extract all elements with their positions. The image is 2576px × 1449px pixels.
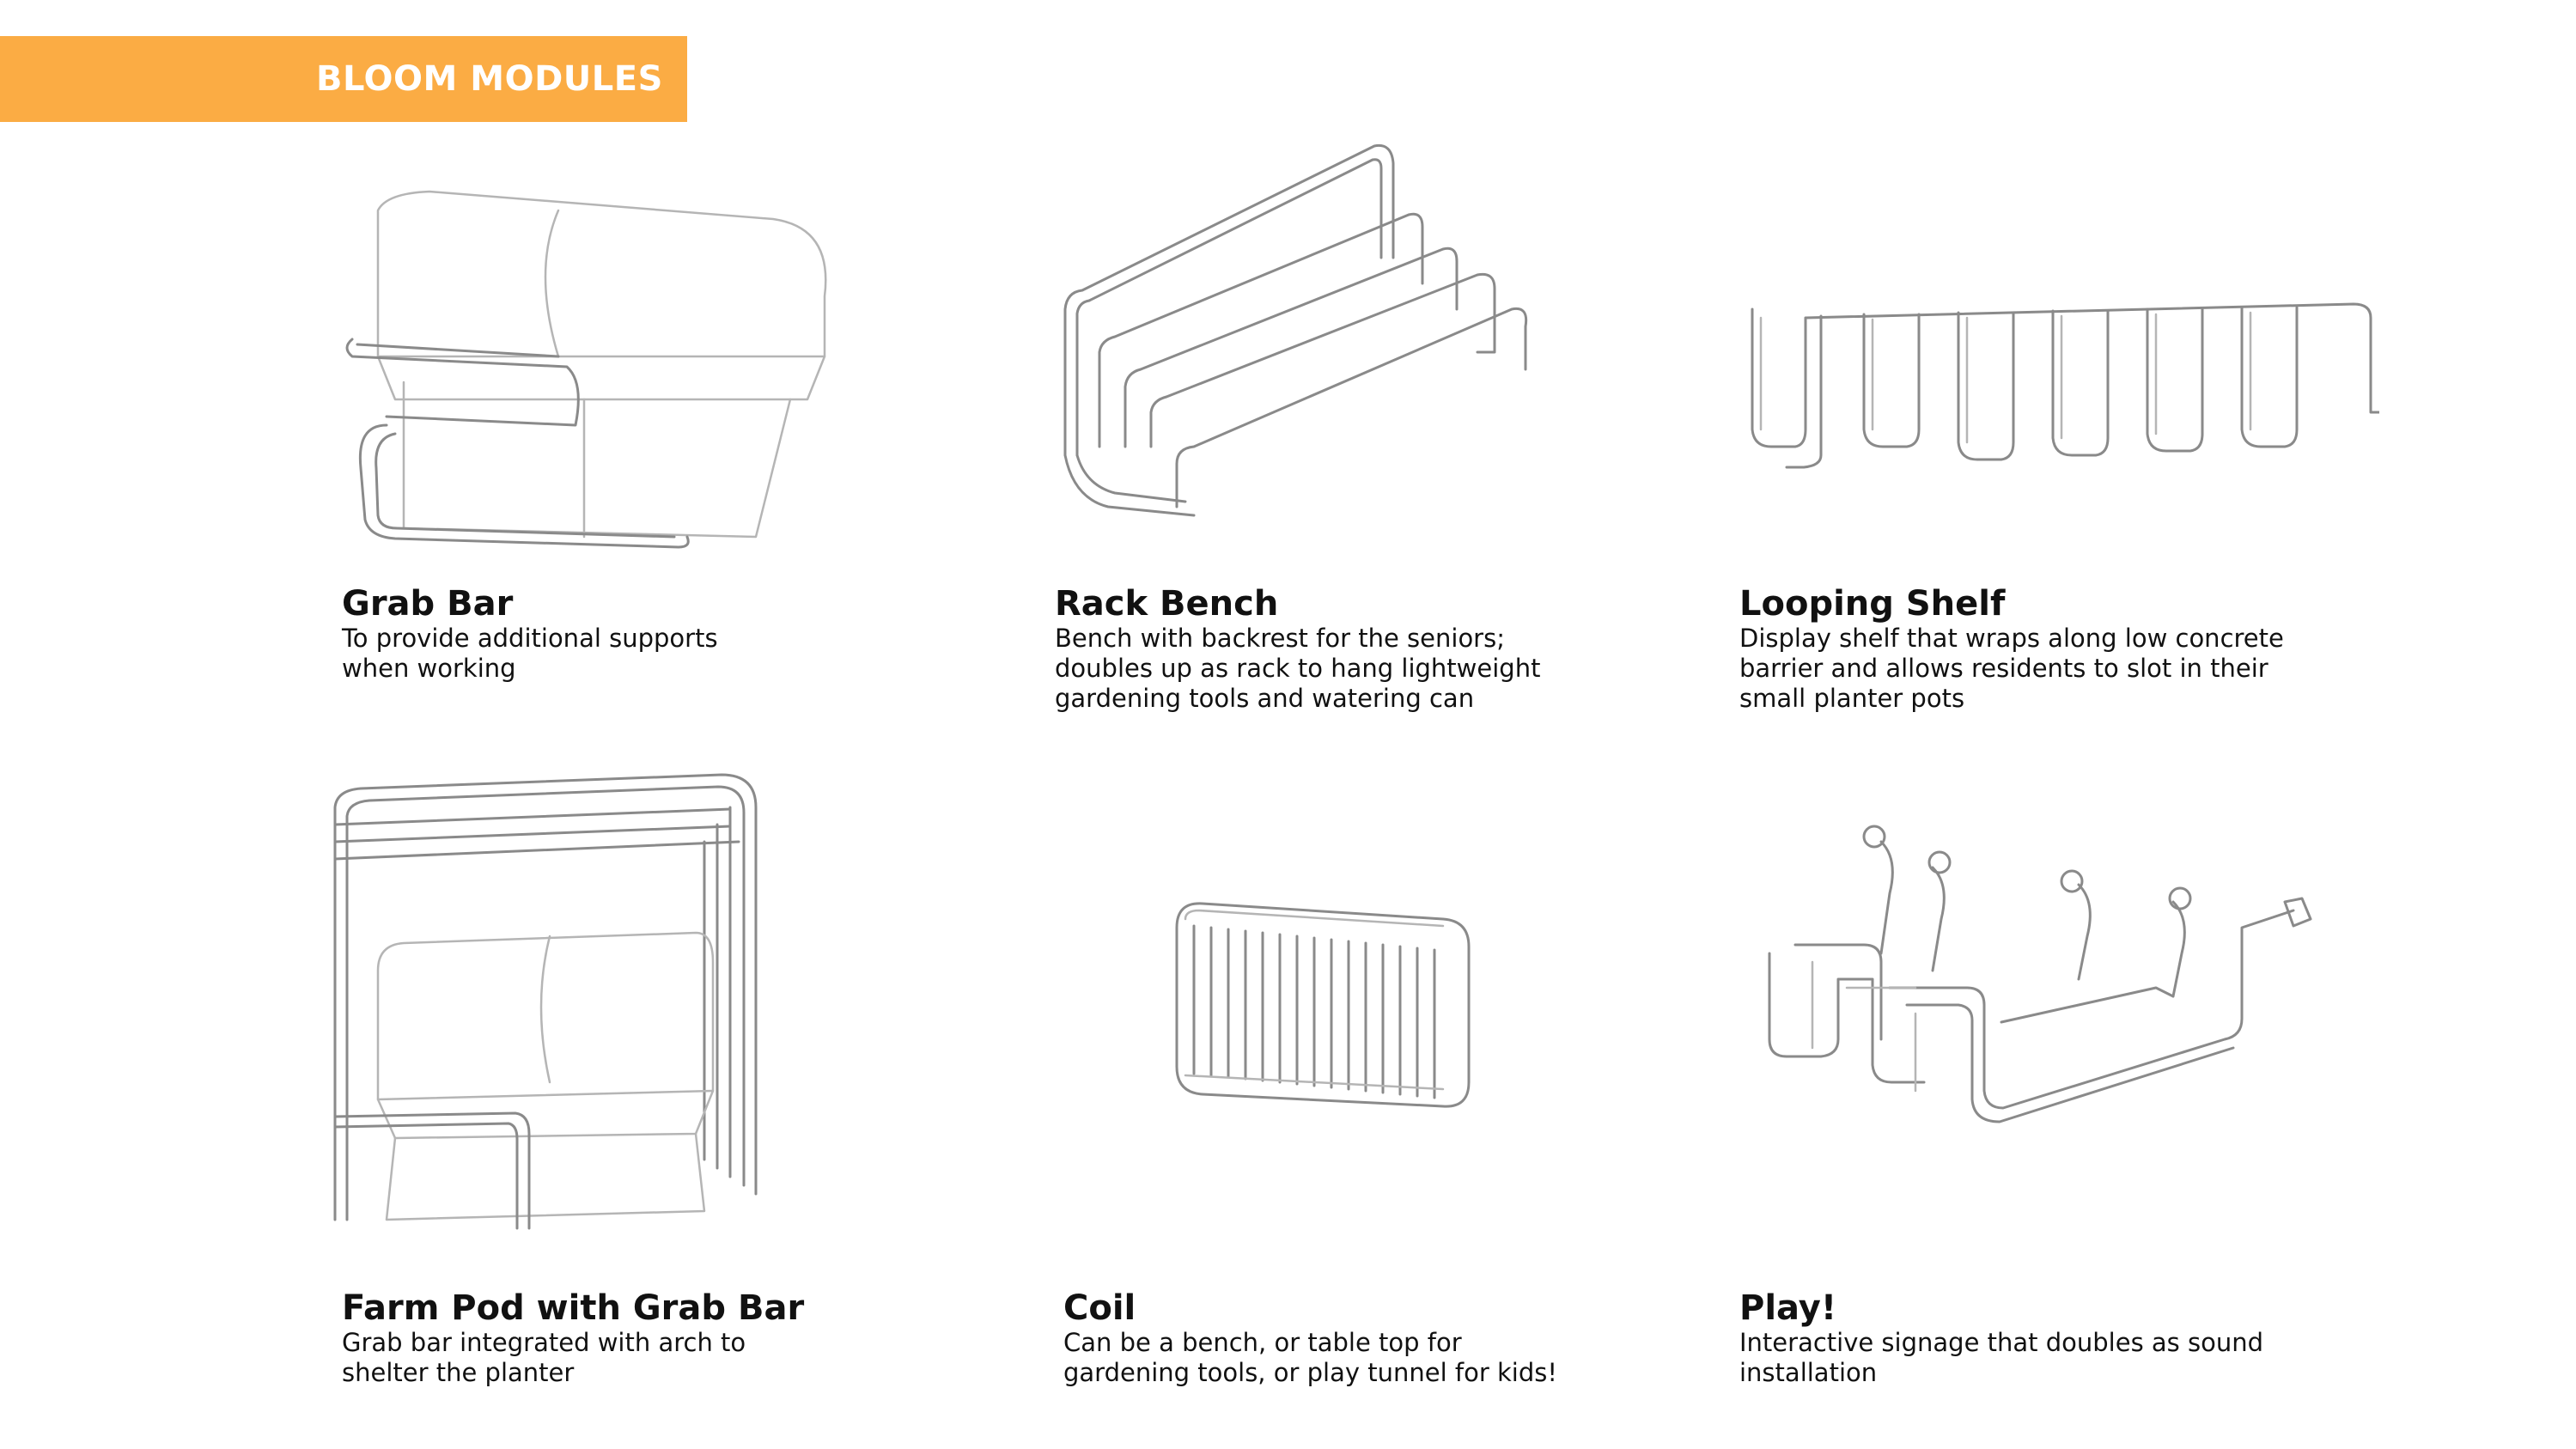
- module-caption: Coil Can be a bench, or table top for ga…: [1063, 1288, 1665, 1388]
- module-caption: Looping Shelf Display shelf that wraps a…: [1739, 584, 2392, 714]
- module-caption: Farm Pod with Grab Bar Grab bar integrat…: [342, 1288, 823, 1388]
- module-description: Can be a bench, or table top for gardeni…: [1063, 1328, 1557, 1387]
- page-title: BLOOM MODULES: [316, 59, 663, 99]
- module-title: Play!: [1739, 1288, 1837, 1328]
- module-description: Interactive signage that doubles as soun…: [1739, 1328, 2264, 1387]
- farm-pod-illustration: [326, 756, 790, 1237]
- module-title: Coil: [1063, 1288, 1136, 1328]
- rack-bench-illustration: [1048, 137, 1529, 541]
- module-title: Farm Pod with Grab Bar: [342, 1288, 805, 1328]
- coil-illustration: [1160, 885, 1486, 1134]
- module-caption: Rack Bench Bench with backrest for the s…: [1055, 584, 1656, 714]
- grab-bar-illustration: [326, 176, 842, 571]
- module-description: Bench with backrest for the seniors; dou…: [1055, 624, 1541, 713]
- module-title: Rack Bench: [1055, 584, 1279, 624]
- module-title: Grab Bar: [342, 584, 514, 624]
- module-title: Looping Shelf: [1739, 584, 2006, 624]
- title-banner: BLOOM MODULES: [0, 36, 687, 122]
- looping-shelf-illustration: [1735, 283, 2379, 472]
- module-description: Display shelf that wraps along low concr…: [1739, 624, 2284, 713]
- module-caption: Play! Interactive signage that doubles a…: [1739, 1288, 2392, 1388]
- play-illustration: [1744, 816, 2345, 1160]
- module-description: Grab bar integrated with arch to shelter…: [342, 1328, 746, 1387]
- module-description: To provide additional supports when work…: [342, 624, 718, 683]
- module-caption: Grab Bar To provide additional supports …: [342, 584, 823, 684]
